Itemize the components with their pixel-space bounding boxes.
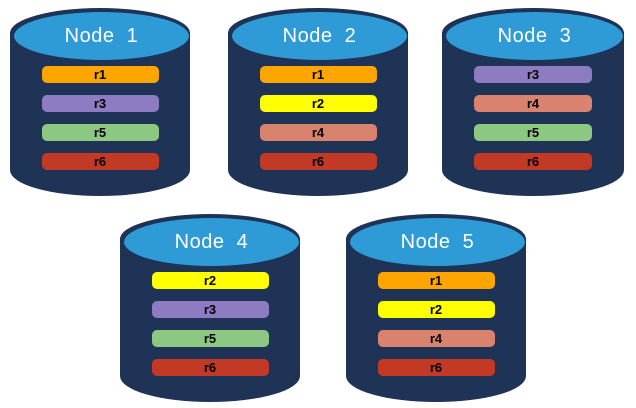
replica-bar-r3: r3 (41, 95, 159, 112)
node-4-cylinder: Node 4 r2 r3 r5 r6 (120, 214, 300, 402)
cylinder-top-face: Node 5 (349, 218, 525, 266)
replica-bar-r1: r1 (377, 272, 495, 289)
cylinder-top-face: Node 1 (13, 12, 189, 60)
replica-bar-r4: r4 (259, 124, 377, 141)
replica-bar-r1: r1 (259, 66, 377, 83)
replica-bar-r6: r6 (259, 153, 377, 170)
node-title: Node 4 (174, 230, 249, 253)
replica-bar-r6: r6 (377, 359, 495, 376)
replica-bar-r4: r4 (473, 95, 593, 112)
replica-bar-r6: r6 (473, 153, 593, 170)
node-title: Node 3 (497, 24, 572, 47)
node-title: Node 1 (64, 24, 139, 47)
replica-bar-r3: r3 (473, 66, 593, 83)
replica-bar-r1: r1 (41, 66, 159, 83)
replica-list: r1 r2 r4 r6 (346, 272, 526, 376)
replica-bar-r5: r5 (151, 330, 269, 347)
replica-list: r1 r3 r5 r6 (10, 66, 190, 170)
replica-bar-r2: r2 (377, 301, 495, 318)
replica-bar-r6: r6 (151, 359, 269, 376)
replica-bar-r3: r3 (151, 301, 269, 318)
cylinder-top-face: Node 4 (123, 218, 299, 266)
cylinder-top-face: Node 3 (446, 12, 623, 60)
replica-bar-r6: r6 (41, 153, 159, 170)
replica-list: r2 r3 r5 r6 (120, 272, 300, 376)
replica-bar-r5: r5 (41, 124, 159, 141)
cylinder-top-face: Node 2 (231, 12, 407, 60)
node-title: Node 5 (400, 230, 475, 253)
replica-bar-r4: r4 (377, 330, 495, 347)
replica-bar-r2: r2 (259, 95, 377, 112)
node-3-cylinder: Node 3 r3 r4 r5 r6 (442, 8, 624, 196)
node-5-cylinder: Node 5 r1 r2 r4 r6 (346, 214, 526, 402)
node-title: Node 2 (282, 24, 357, 47)
replica-list: r1 r2 r4 r6 (228, 66, 408, 170)
node-2-cylinder: Node 2 r1 r2 r4 r6 (228, 8, 408, 196)
replica-list: r3 r4 r5 r6 (442, 66, 624, 170)
node-1-cylinder: Node 1 r1 r3 r5 r6 (10, 8, 190, 196)
replica-bar-r2: r2 (151, 272, 269, 289)
replica-bar-r5: r5 (473, 124, 593, 141)
